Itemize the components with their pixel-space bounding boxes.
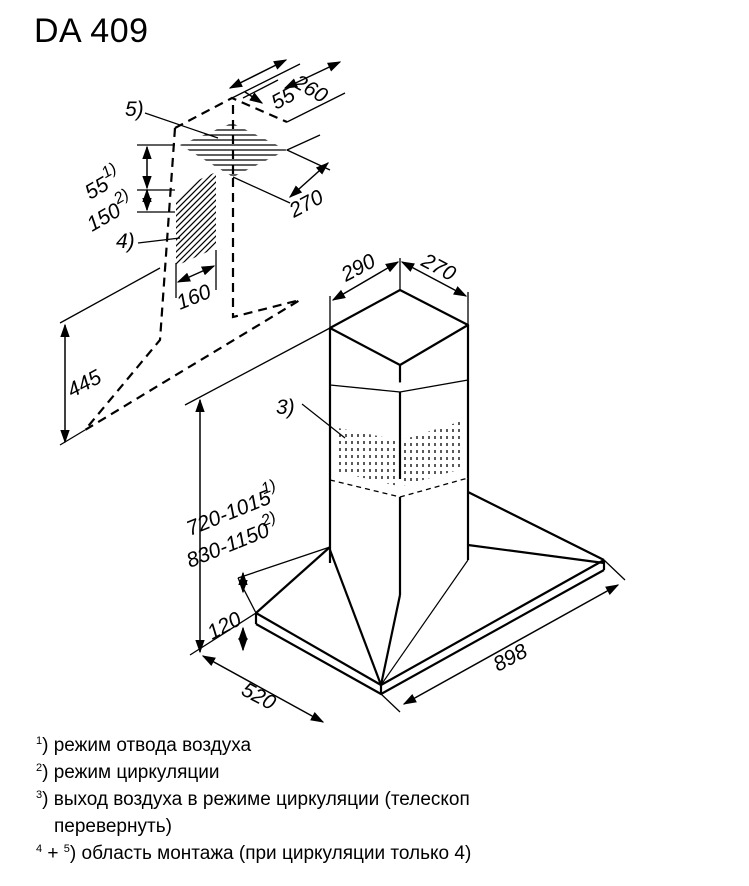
footnote-2: 2) режим циркуляции: [36, 762, 220, 783]
callout-mount-area-5: 5): [125, 98, 144, 121]
chimney: [328, 288, 470, 595]
dim-duct-width: 270: [285, 186, 328, 223]
callout-air-outlet-3: 3): [276, 396, 295, 419]
canopy: [254, 491, 606, 696]
callout-leaders: [137, 112, 346, 439]
footnote-3-continued: перевернуть): [54, 816, 172, 837]
dim-canopy-depth: 520: [238, 678, 280, 715]
svg-text:1): 1): [259, 477, 279, 498]
dim-chimney-width: 290: [337, 250, 380, 287]
dim-mount-height: 445: [64, 366, 106, 403]
dim-canopy-height: 120: [204, 608, 246, 645]
air-outlet-perforation-right: [404, 420, 460, 486]
footnotes: 1) режим отвода воздуха 2) режим циркуля…: [36, 732, 471, 867]
svg-text:2): 2): [258, 509, 278, 530]
range-hood-dimension-drawing: 260 55 270 5) 55 1) 150 2) 4) 160 445 29…: [59, 59, 626, 723]
footnote-1: 1) режим отвода воздуха: [36, 735, 252, 756]
mount-area-5-hatch: [180, 124, 287, 176]
dimension-arrows: [60, 59, 620, 723]
mount-area-4-hatch: [176, 172, 216, 266]
extension-lines: [59, 63, 626, 713]
dim-vent-width: 160: [173, 280, 214, 315]
wall-mount-outline: [84, 96, 301, 431]
svg-text:2): 2): [110, 186, 132, 208]
footnote-4-5: 4 + 5) область монтажа (при циркуляции т…: [36, 843, 472, 864]
model-title: DA 409: [34, 12, 149, 50]
callout-mount-area-4: 4): [116, 230, 135, 253]
footnote-3: 3) выход воздуха в режиме циркуляции (те…: [36, 789, 470, 810]
dim-canopy-width: 898: [490, 640, 532, 677]
